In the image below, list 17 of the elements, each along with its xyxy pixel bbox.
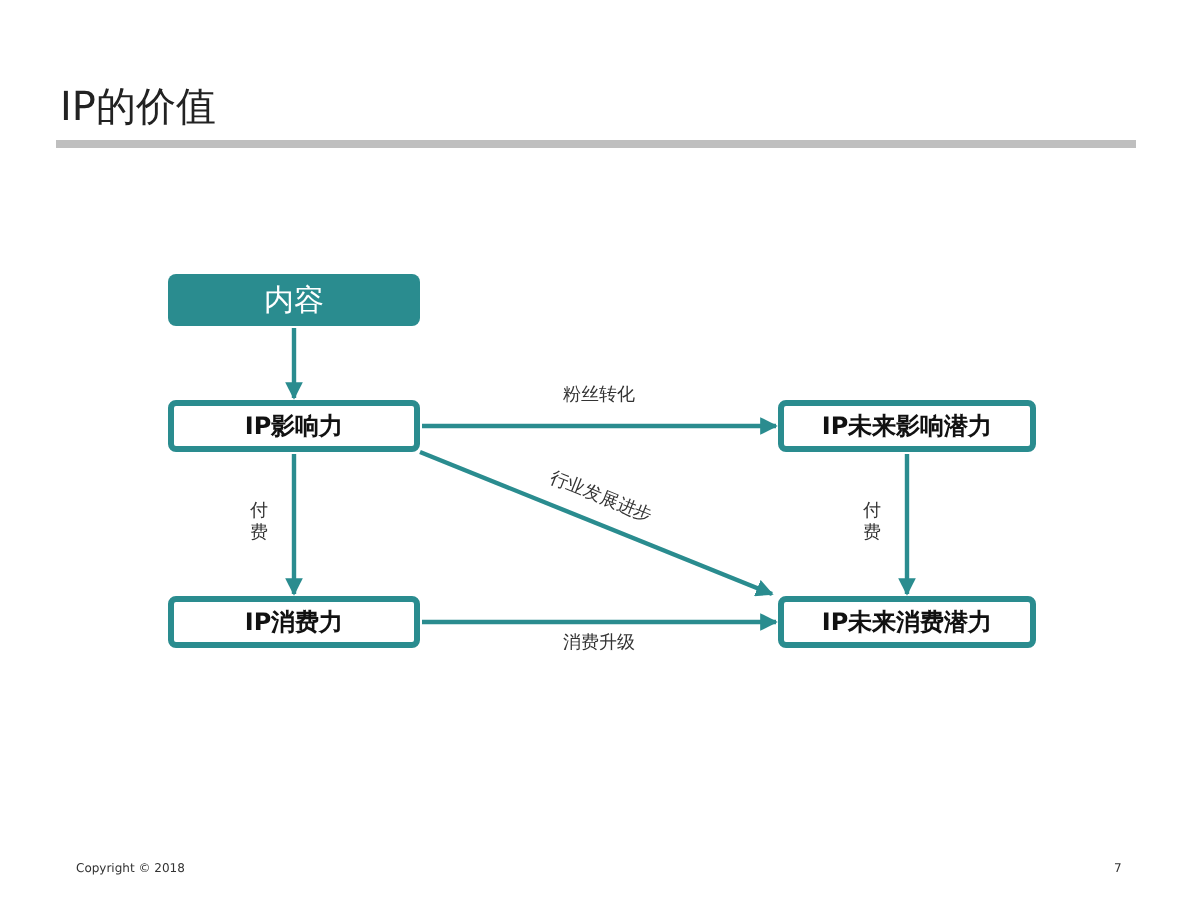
process-box: IP未来消费潜力 <box>778 596 1036 648</box>
process-box: IP未来影响潜力 <box>778 400 1036 452</box>
arrow <box>422 417 778 435</box>
arrow <box>422 613 778 631</box>
arrow <box>898 454 916 596</box>
edge-label: 付费 <box>863 502 883 546</box>
process-box: IP消费力 <box>168 596 420 648</box>
edge-label: 付费 <box>250 502 270 546</box>
arrow <box>419 449 774 597</box>
heading-box: 内容 <box>168 274 420 326</box>
edge-label: 粉丝转化 <box>563 386 635 408</box>
slide-title: IP的价值 <box>60 80 216 134</box>
process-box: IP影响力 <box>168 400 420 452</box>
edge-label: 消费升级 <box>563 634 635 656</box>
arrow <box>285 454 303 596</box>
edge-label: 行业发展进步 <box>545 468 655 530</box>
arrow <box>285 328 303 400</box>
